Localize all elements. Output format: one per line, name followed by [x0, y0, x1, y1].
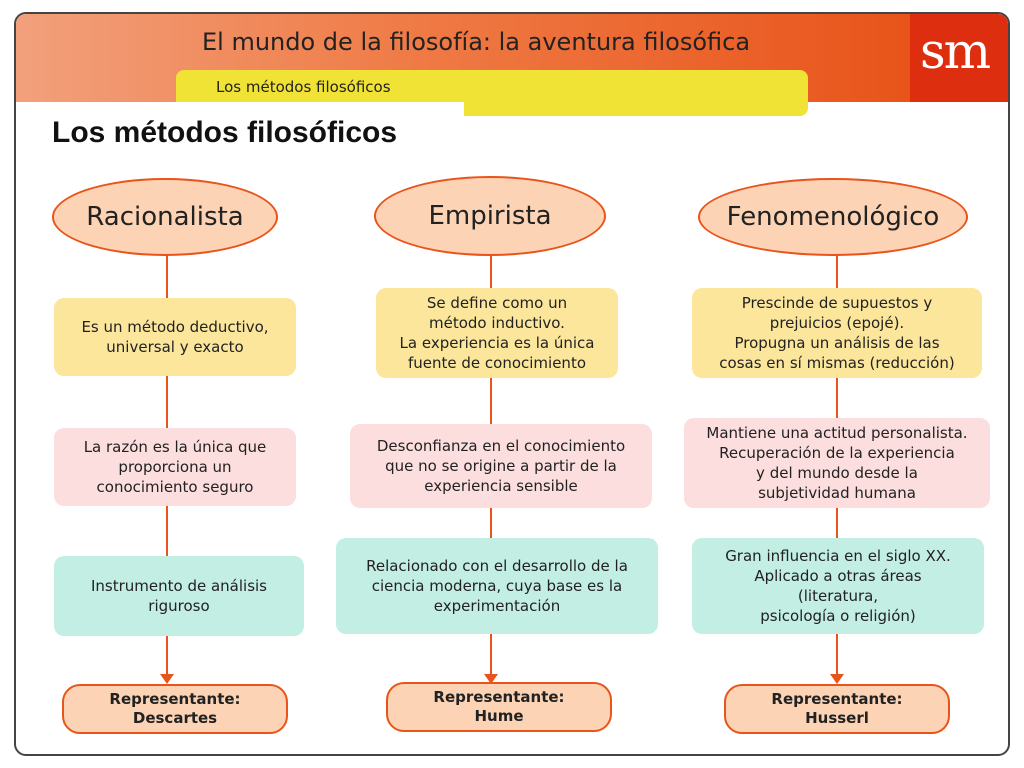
description-box: Es un método deductivo, universal y exac… — [54, 298, 296, 376]
representative-label: Representante: — [109, 690, 241, 708]
description-box: Desconfianza en el conocimiento que no s… — [350, 424, 652, 508]
representative-name: Husserl — [805, 709, 869, 727]
description-box: La razón es la única que proporciona un … — [54, 428, 296, 506]
method-oval-empirista: Empirista — [374, 176, 606, 256]
method-oval-racionalista: Racionalista — [52, 178, 278, 256]
description-box: Se define como un método inductivo. La e… — [376, 288, 618, 378]
header-title: El mundo de la filosofía: la aventura fi… — [202, 28, 751, 56]
representative-name: Hume — [474, 707, 524, 725]
publisher-logo: sm — [920, 22, 991, 80]
representative-badge: Representante: Descartes — [62, 684, 288, 734]
representative-badge: Representante: Hume — [386, 682, 612, 732]
description-box: Relacionado con el desarrollo de la cien… — [336, 538, 658, 634]
description-box: Prescinde de supuestos y prejuicios (epo… — [692, 288, 982, 378]
description-box: Gran influencia en el siglo XX. Aplicado… — [692, 538, 984, 634]
description-box: Mantiene una actitud personalista. Recup… — [684, 418, 990, 508]
description-box: Instrumento de análisis riguroso — [54, 556, 304, 636]
representative-name: Descartes — [132, 709, 218, 727]
page-title: Los métodos filosóficos — [52, 116, 398, 149]
arrow-down-icon — [830, 674, 844, 684]
header-divider — [16, 102, 464, 122]
arrow-down-icon — [484, 674, 498, 684]
logo-box: sm — [910, 14, 1008, 102]
header-subtitle: Los métodos filosóficos — [216, 78, 391, 96]
representative-label: Representante: — [771, 690, 903, 708]
representative-badge: Representante: Husserl — [724, 684, 950, 734]
slide-frame: sm El mundo de la filosofía: la aventura… — [14, 12, 1010, 756]
representative-label: Representante: — [433, 688, 565, 706]
method-oval-fenomenologico: Fenomenológico — [698, 178, 968, 256]
arrow-down-icon — [160, 674, 174, 684]
